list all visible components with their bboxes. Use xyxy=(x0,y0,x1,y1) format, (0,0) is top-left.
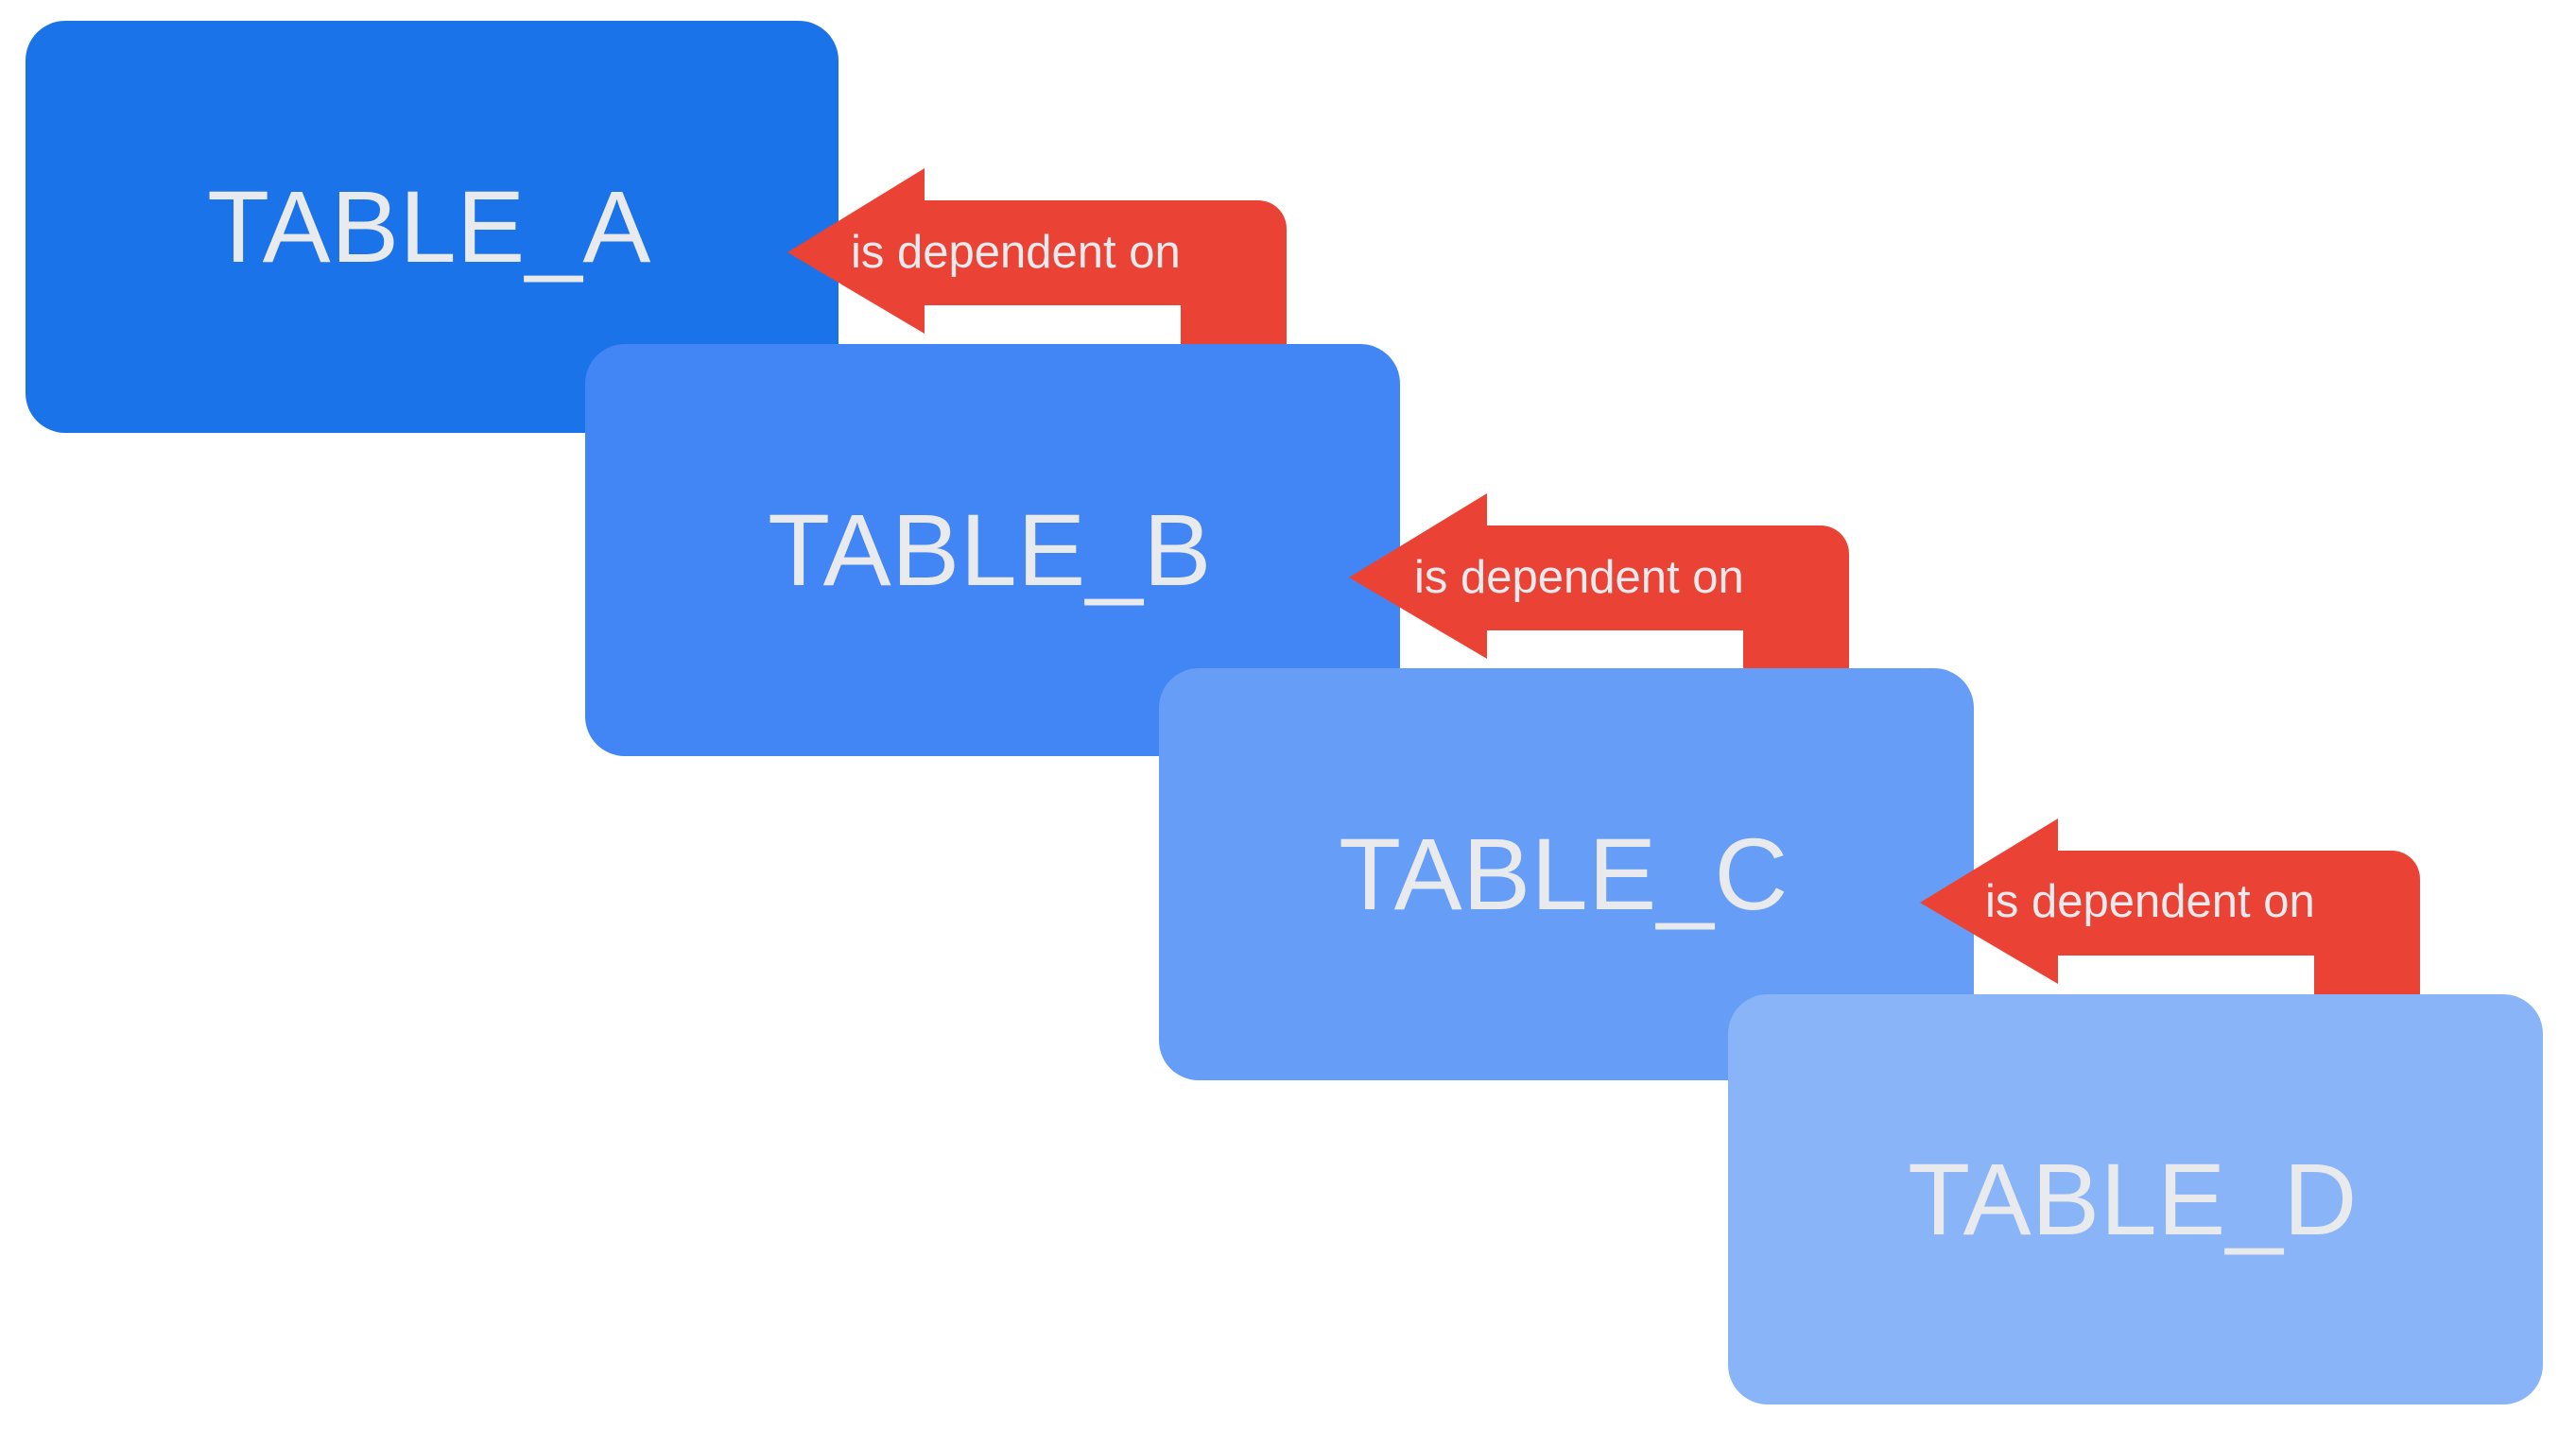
node-table-c-label: TABLE_C xyxy=(1339,817,1789,931)
edge-c-d-label: is dependent on xyxy=(1985,876,2315,927)
edge-a-b-label: is dependent on xyxy=(851,227,1181,278)
node-table-d[interactable]: TABLE_D xyxy=(1728,994,2543,1404)
node-table-a-label: TABLE_A xyxy=(207,169,651,284)
node-table-d-label: TABLE_D xyxy=(1908,1142,2358,1256)
edge-b-c-label: is dependent on xyxy=(1414,552,1744,603)
node-table-b-label: TABLE_B xyxy=(768,492,1212,607)
